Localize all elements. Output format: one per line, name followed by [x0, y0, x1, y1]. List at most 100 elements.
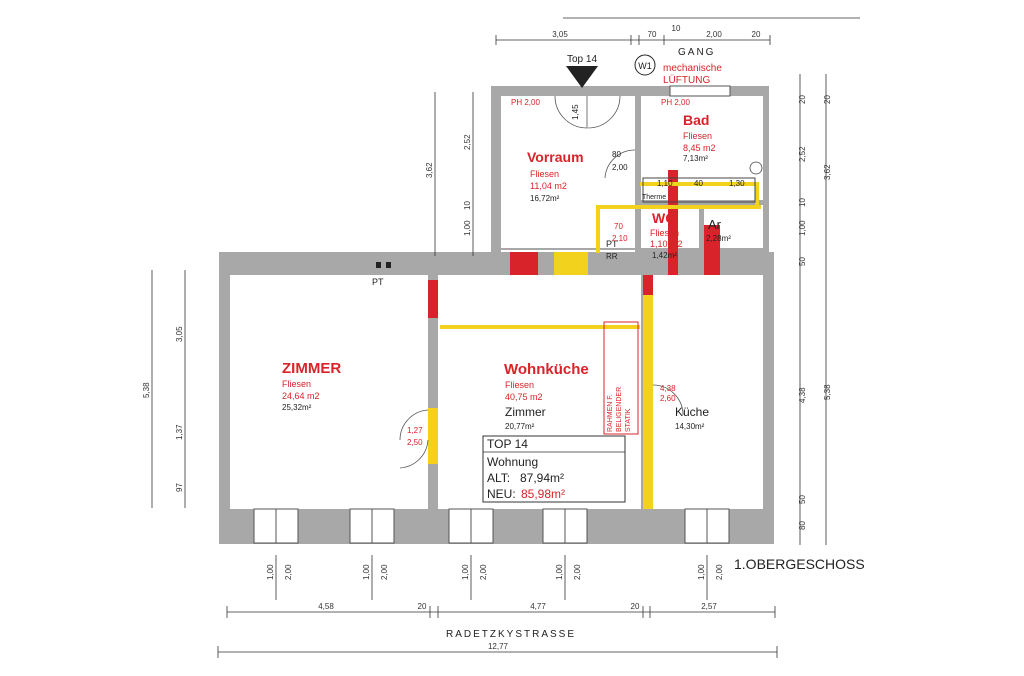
- vorraum-ph: PH 2,00: [511, 98, 540, 107]
- zimmer-name: ZIMMER: [282, 360, 341, 377]
- bad-ph: PH 2,00: [661, 98, 690, 107]
- zimmer-area-red: 24,64 m2: [282, 391, 320, 401]
- bottom-dimensions: 4,58 20 4,77 20 2,57 12,77: [318, 602, 717, 651]
- door-label: 2,60: [660, 394, 676, 403]
- bad-area-red: 8,45 m2: [683, 143, 716, 153]
- right-dimensions: 20 2,52 10 1,00 50 4,38 50 80 20 3,62 5,…: [798, 95, 832, 530]
- wc-area-red: 1,10 m2: [650, 239, 683, 249]
- windows: [253, 85, 731, 544]
- door-label: 70: [614, 222, 623, 231]
- zimmer-area-black: 25,32m²: [282, 403, 312, 412]
- corridor-note-line2: LÜFTUNG: [663, 74, 710, 86]
- kueche-area-black: 14,30m²: [675, 422, 705, 431]
- rr-label: RR: [606, 252, 618, 261]
- dim-label: 1,00: [461, 564, 470, 580]
- dimension-lines: [151, 17, 860, 658]
- wohnkueche-floor: Fliesen: [505, 380, 534, 390]
- socket-icon: [386, 262, 391, 268]
- kueche-name: Küche: [675, 405, 709, 419]
- dim-label: 2,57: [701, 602, 717, 611]
- room-labels: PH 2,00 Vorraum Fliesen 11,04 m2 16,72m²…: [282, 98, 731, 431]
- dim-label: 2,52: [798, 146, 807, 162]
- dim-label: 2,00: [573, 564, 582, 580]
- room-kueche: [653, 275, 763, 509]
- wohnkueche-area-red: 40,75 m2: [505, 392, 543, 402]
- dim-label: 20: [418, 602, 427, 611]
- dim-label: 3,05: [552, 30, 568, 39]
- door-label: 2,10: [612, 234, 628, 243]
- door-label: 1,27: [407, 426, 423, 435]
- dim-label: 20: [752, 30, 761, 39]
- window-dimensions: 1,00 2,00 1,00 2,00 1,00 2,00 1,00 2,00 …: [266, 564, 724, 580]
- dim-label: 5,38: [823, 384, 832, 400]
- top-dimensions: 3,05 10 70 2,00 20: [552, 24, 761, 39]
- floor-label: 1.OBERGESCHOSS: [734, 556, 865, 572]
- dim-label: 3,62: [823, 164, 832, 180]
- dim-label: 4,38: [798, 387, 807, 403]
- dim-label: 4,77: [530, 602, 546, 611]
- info-alt-value: 87,94m²: [520, 471, 564, 485]
- entrance-marker-icon: [566, 66, 598, 88]
- ar-area-black: 2,28m²: [706, 234, 731, 243]
- pt-label-2: PT: [606, 239, 618, 249]
- dim-label: 80: [798, 521, 807, 530]
- door-label: 1,45: [571, 104, 580, 120]
- corridor-circle-label: W1: [638, 61, 652, 71]
- corridor-note-line1: mechanische: [663, 63, 722, 74]
- vent-circle-icon: [634, 54, 656, 76]
- dim-label: 4,58: [318, 602, 334, 611]
- door-label: 40: [694, 179, 703, 188]
- dim-label: 5,38: [142, 382, 151, 398]
- corridor-name: GANG: [678, 47, 715, 58]
- door-label: 2,50: [407, 438, 423, 447]
- wohnkueche-sub-name: Zimmer: [505, 405, 546, 419]
- wohnkueche-name: Wohnküche: [504, 361, 589, 378]
- dim-label: 10: [672, 24, 681, 33]
- dim-label: 1,00: [362, 564, 371, 580]
- dim-label: 10: [798, 198, 807, 207]
- vorraum-area-black: 16,72m²: [530, 194, 560, 203]
- dim-label: 1,37: [175, 424, 184, 440]
- vorraum-floor: Fliesen: [530, 169, 559, 179]
- door-label: 4,38: [660, 384, 676, 393]
- dim-label: 2,00: [479, 564, 488, 580]
- static-note-2: BELIGENDER: [616, 387, 623, 432]
- door-label: 1,10: [657, 179, 673, 188]
- door-labels: 80 2,00 1,45 1,27 2,50 70 2,10 4,38 2,60…: [407, 104, 745, 447]
- bad-area-black: 7,13m²: [683, 154, 708, 163]
- bad-floor: Fliesen: [683, 131, 712, 141]
- dim-label: 2,00: [380, 564, 389, 580]
- wohnkueche-area-black: 20,77m²: [505, 422, 535, 431]
- dim-label: 12,77: [488, 642, 509, 651]
- wc-name: WC: [652, 210, 675, 226]
- annotations: RAHMEN F. BELIGENDER STATIK PT PT RR The…: [372, 161, 763, 432]
- left-dimensions: 3,62 2,52 10 1,00 5,38 3,05 1,37 97: [142, 134, 472, 492]
- info-neu-label: NEU:: [487, 487, 516, 501]
- dim-label: 10: [463, 201, 472, 210]
- wc-area-black: 1,42m²: [652, 251, 677, 260]
- bad-name: Bad: [683, 112, 709, 128]
- marker-label: Top 14: [567, 54, 597, 65]
- dim-label: 2,52: [463, 134, 472, 150]
- door-label: 80: [612, 150, 621, 159]
- pt-label-1: PT: [372, 277, 384, 287]
- vorraum-name: Vorraum: [527, 149, 584, 165]
- dim-label: 2,00: [284, 564, 293, 580]
- dim-label: 20: [823, 95, 832, 104]
- dim-label: 1,00: [697, 564, 706, 580]
- dim-label: 2,00: [715, 564, 724, 580]
- socket-icon: [376, 262, 381, 268]
- dim-label: 50: [798, 257, 807, 266]
- dim-label: 20: [631, 602, 640, 611]
- static-note-3: STATIK: [625, 408, 632, 432]
- dim-label: 50: [798, 495, 807, 504]
- dim-label: 1,00: [555, 564, 564, 580]
- zimmer-floor: Fliesen: [282, 379, 311, 389]
- door-label: 2,00: [612, 163, 628, 172]
- room-zimmer: [230, 275, 428, 509]
- dim-label: 3,62: [425, 162, 434, 178]
- washbasin-icon: [749, 161, 763, 175]
- dim-label: 2,00: [706, 30, 722, 39]
- therme-label: Therme: [642, 194, 666, 201]
- wc-floor: Fliesen: [650, 228, 679, 238]
